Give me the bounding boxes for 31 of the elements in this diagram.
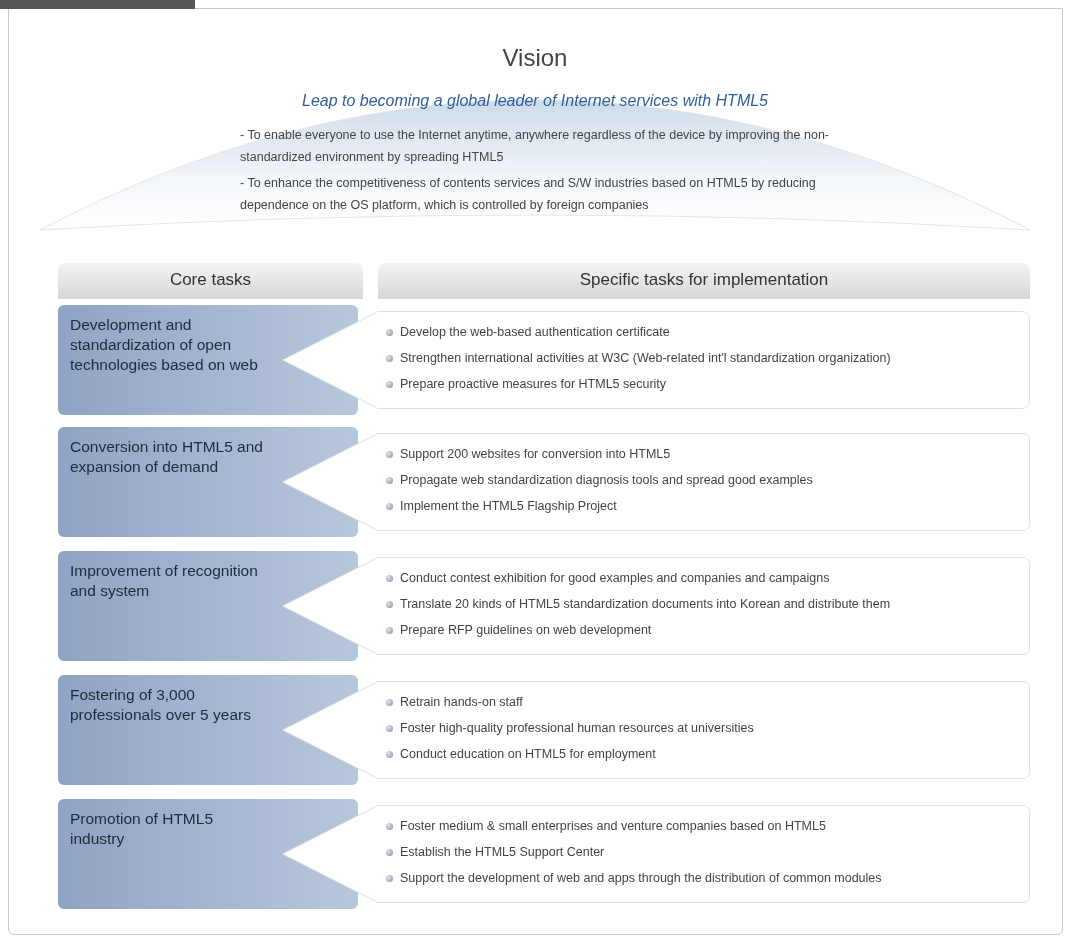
task-item: Foster medium & small enterprises and venture companies based on HTML5 <box>400 819 826 833</box>
vision-heading: Vision <box>501 44 569 72</box>
task-item: Translate 20 kinds of HTML5 standardization documents into Korean and distribute them <box>400 597 891 611</box>
task-item: Develop the web-based authentication certificate <box>400 325 670 339</box>
task-item: Propagate web standardization diagnosis tools and spread good examples <box>400 473 813 487</box>
task-item: Implement the HTML5 Flagship Project <box>400 499 617 513</box>
vision-statement: Leap to becoming a global leader of Internet services with HTML5 <box>301 92 769 110</box>
task-list-panel <box>282 805 1030 903</box>
column-header: Specific tasks for implementation <box>378 263 1030 299</box>
task-item: Establish the HTML5 Support Center <box>400 845 605 859</box>
task-item: Strengthen international activities at W3C (Web-related int'l standardization organization) <box>400 351 891 365</box>
task-item: Foster high-quality professional human resources at universities <box>400 721 754 735</box>
task-item: Conduct contest exhibition for good examples and companies and campaigns <box>400 571 830 585</box>
task-item: Retrain hands-on staff <box>400 695 523 709</box>
task-list-panel <box>282 311 1030 409</box>
core-task-box: Development and standardization of open technologies based on web <box>58 305 358 415</box>
task-item: Prepare proactive measures for HTML5 security <box>400 377 667 391</box>
task-item: Support the development of web and apps through the distribution of common modules <box>400 871 882 885</box>
vision-bullet: - To enable everyone to use the Internet anytime, anywhere regardless of the device by improving the non-standardized environment by spreading HTML5 <box>240 127 830 166</box>
task-item: Support 200 websites for conversion into HTML5 <box>400 447 671 461</box>
task-list-panel <box>282 681 1030 779</box>
vision-bullet: - To enhance the competitiveness of contents services and S/W industries based on HTML5 by reducing dependence on the OS platform, which is controlled by foreign companies <box>240 175 817 214</box>
task-item: Conduct education on HTML5 for employment <box>400 747 656 761</box>
core-task-box: Conversion into HTML5 and expansion of demand <box>58 427 358 537</box>
core-task-box: Fostering of 3,000 professionals over 5 years <box>58 675 358 785</box>
core-task-box: Improvement of recognition and system <box>58 551 358 661</box>
core-task-box: Promotion of HTML5 industry <box>58 799 358 909</box>
task-item: Prepare RFP guidelines on web development <box>400 623 652 637</box>
column-header: Core tasks <box>58 263 363 299</box>
task-list-panel <box>282 433 1030 531</box>
task-list-panel <box>282 557 1030 655</box>
